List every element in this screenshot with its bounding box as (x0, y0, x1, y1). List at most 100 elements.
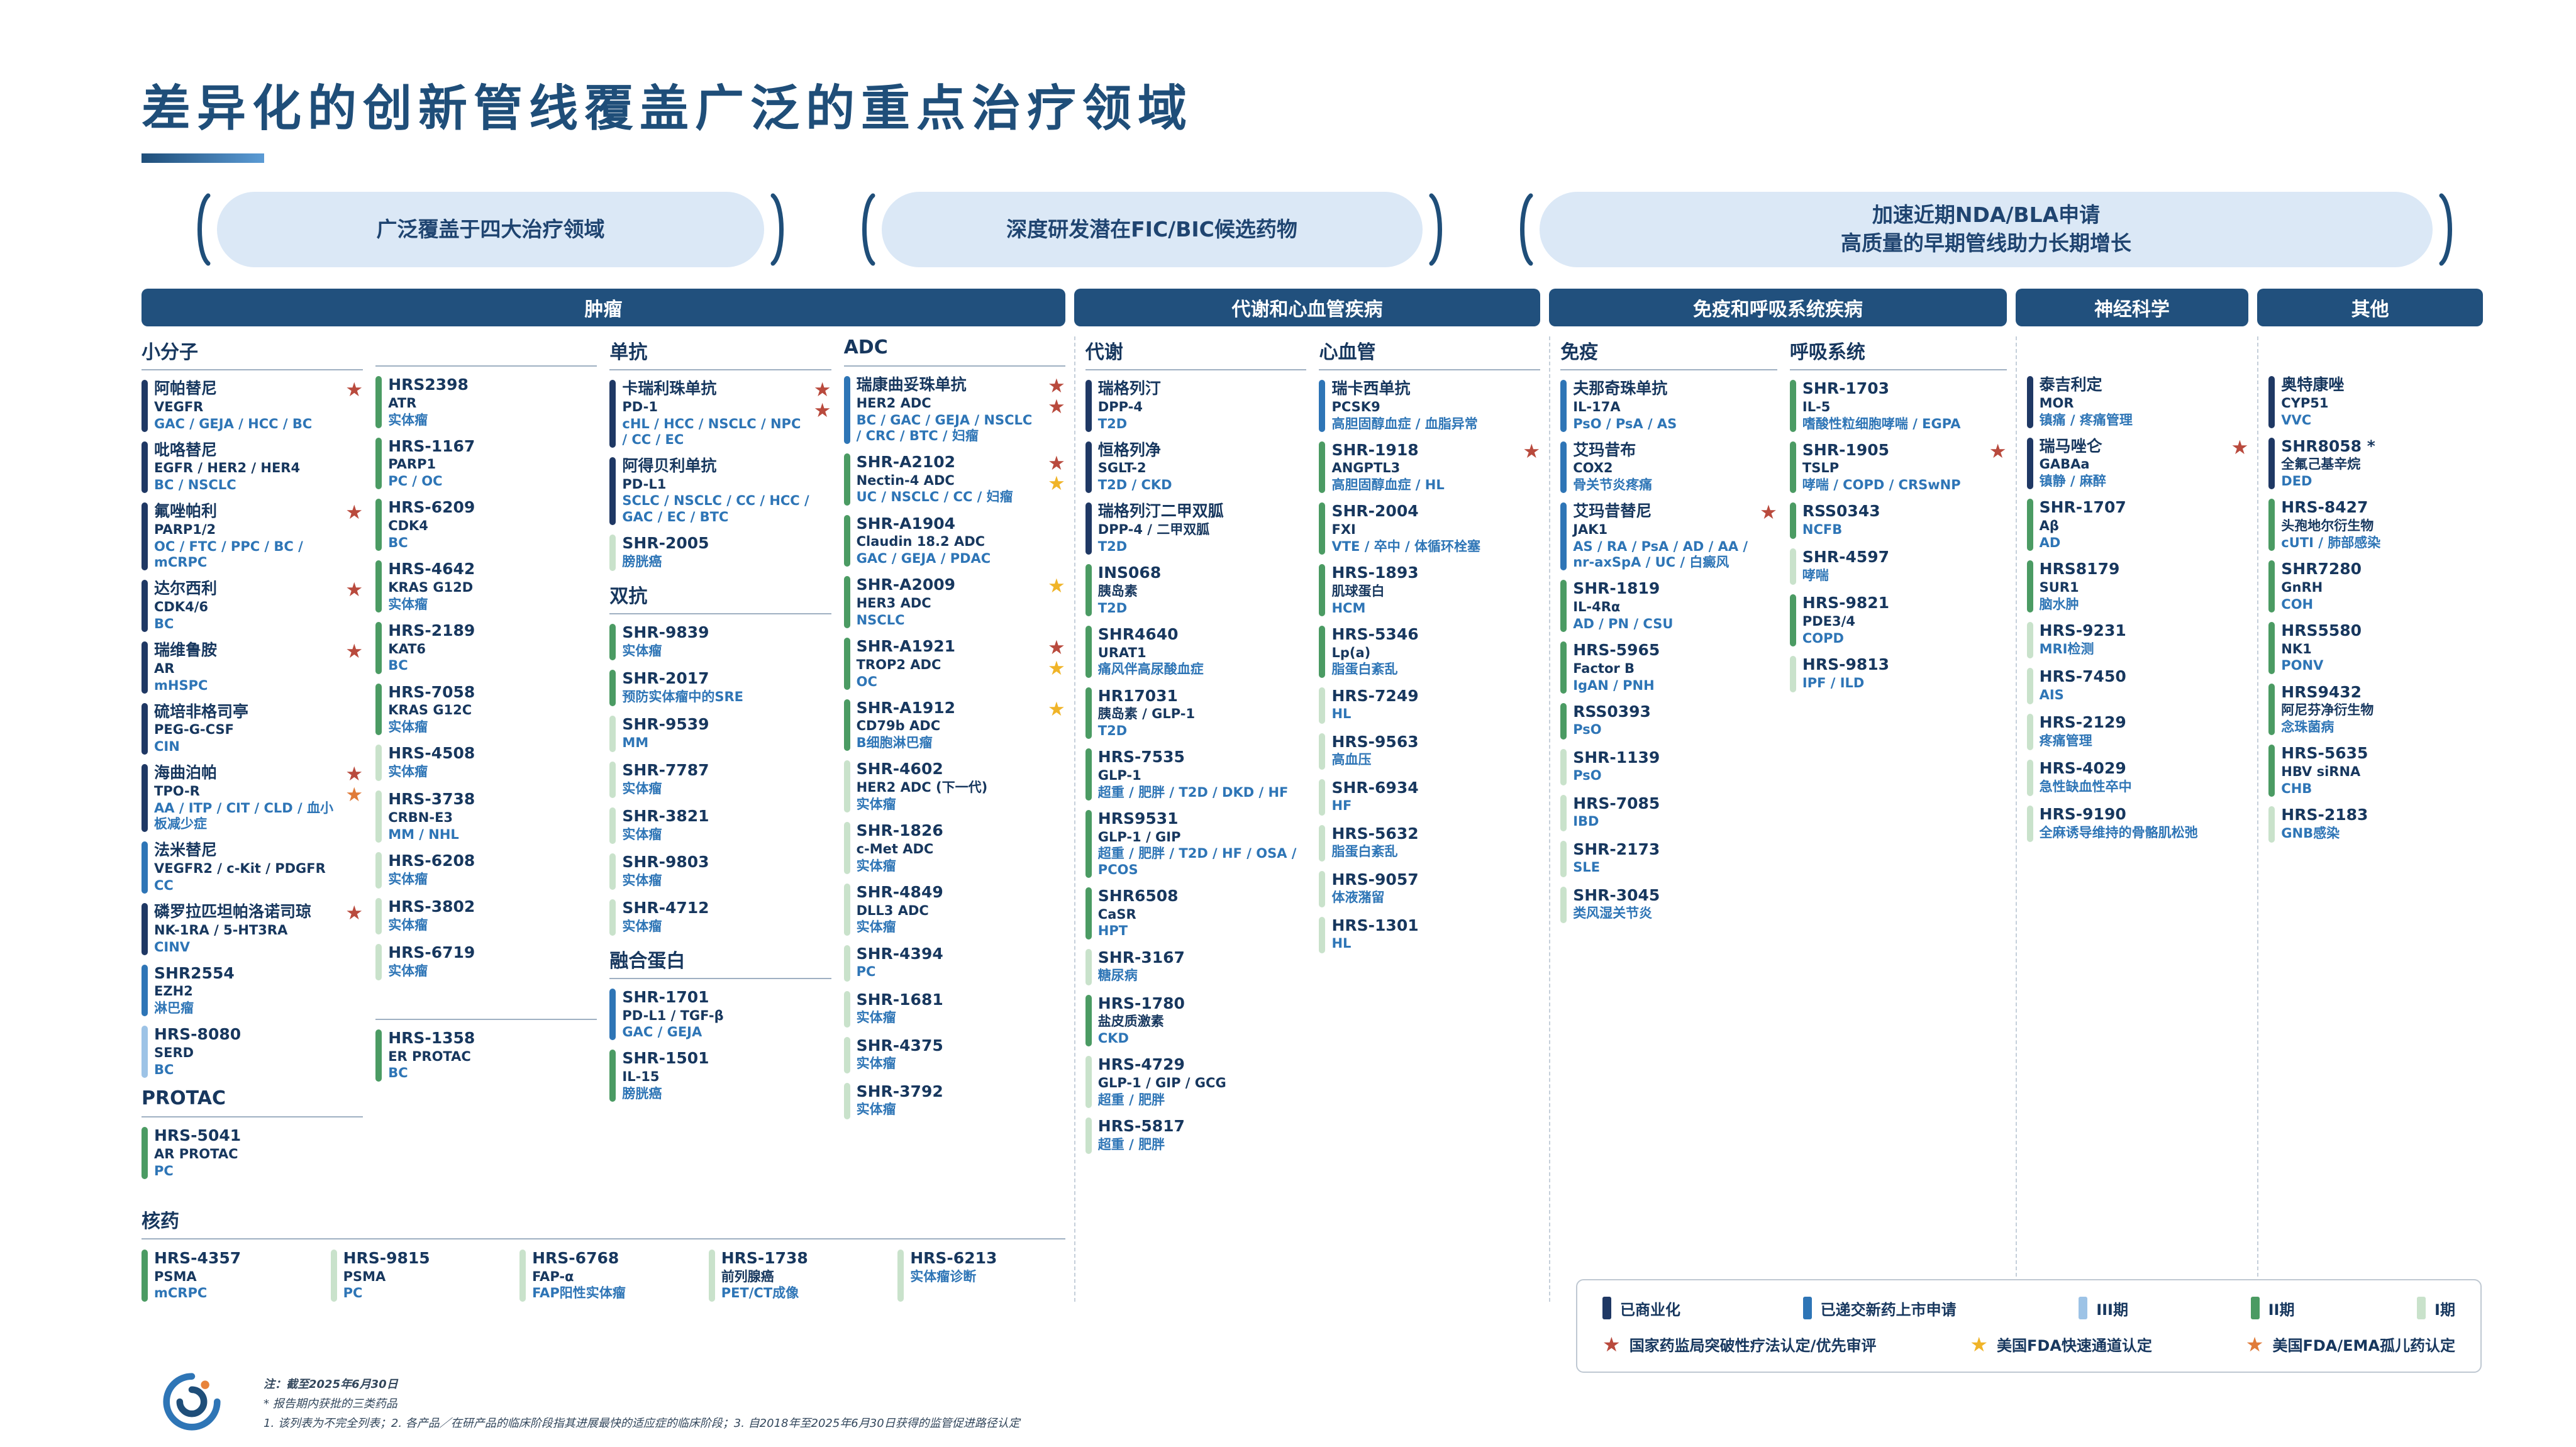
phase-bar-nda (843, 376, 850, 444)
drug-name: SHR-A1912 (856, 698, 956, 717)
phase-bar-p1 (1319, 733, 1326, 770)
drug-name: SHR-A2102 (856, 452, 956, 471)
drug-target: VEGFR2 / c-Kit / PDGFR (154, 861, 326, 877)
drug-target: IL-5 (1802, 399, 1831, 414)
drug-name: HRS-5817 (1097, 1116, 1185, 1135)
drug-name: SHR-3167 (1097, 948, 1185, 967)
drug-indication: 实体瘤 (622, 643, 662, 658)
drug-indication: T2D (1097, 538, 1128, 554)
drug-name: SHR-2005 (622, 533, 709, 552)
drug-target: DPP-4 / 二甲双胍 (1097, 522, 1210, 538)
drug-target: 阿尼芬净衍生物 (2281, 702, 2374, 718)
drug-target: TPO-R (154, 784, 200, 799)
bracket-right-icon (1429, 193, 1442, 266)
phase-bar-p1 (2026, 805, 2033, 842)
footnotes: 注：截至2025年6月30日 * 报告期内获批的三类药品 1. 该列表为不完全列… (264, 1372, 1020, 1431)
drug-indication: BC / GAC / GEJA / NSCLC / CRC / BTC / 妇瘤 (856, 412, 1033, 443)
phase-bar-p2 (1085, 625, 1092, 678)
drug-name: SHR-4597 (1802, 548, 1890, 567)
phase-bar-nda (142, 841, 148, 894)
orange-star-icon: ★ (2245, 1332, 2264, 1356)
drug-indication: PC / OC (388, 474, 443, 489)
phase-bar-p1 (843, 1036, 850, 1073)
drug-indication: 超重 / 肥胖 / T2D / DKD / HF (1097, 784, 1289, 800)
drug-target: CRBN-E3 (388, 809, 453, 825)
yellow-star-icon: ★ (1048, 697, 1065, 721)
legend-star-yellow: ★美国FDA快速通道认定 (1970, 1333, 2152, 1355)
drug-target: 前列腺癌 (721, 1268, 774, 1284)
phase-bar-approved (2026, 437, 2033, 490)
drug-name: INS068 (1097, 563, 1162, 582)
drug-target: IL-15 (622, 1069, 660, 1085)
group-header-spacer (2268, 336, 2483, 367)
drug-name: HRS-2183 (2281, 805, 2368, 824)
drug-target: MOR (2039, 395, 2074, 411)
phase-bar-p2 (1789, 441, 1796, 494)
drug-target: PCSK9 (1331, 399, 1380, 414)
red-star-icon: ★ (345, 763, 364, 786)
drug-indication: BC (388, 658, 408, 674)
drug-target: TSLP (1802, 460, 1840, 476)
drug-indication: BC (388, 535, 408, 550)
bracket-right-icon (770, 193, 784, 266)
drug-name: HRS8179 (2039, 560, 2120, 579)
phase-bar-approved (142, 764, 148, 833)
drug-name: HRS-9821 (1802, 594, 1890, 613)
phase-bar-p1 (375, 745, 382, 782)
phase-bar-p1 (609, 807, 616, 844)
drug-name: 磷罗拉匹坦帕洛诺司琼 (154, 902, 312, 921)
drug-target: 盐皮质激素 (1097, 1014, 1164, 1029)
drug-name: 阿帕替尼 (154, 379, 218, 397)
banner-coverage: 广泛覆盖于四大治疗领域 (192, 192, 789, 267)
drug-indication: BC (154, 616, 174, 631)
drug-target: CaSR (1097, 906, 1136, 922)
legend-label: I期 (2434, 1300, 2455, 1319)
drug-indication: 脂蛋白紊乱 (1331, 844, 1398, 860)
drug-name: HRS-6209 (388, 498, 475, 517)
phase-bar-p1 (843, 945, 850, 982)
legend-phase-p1: I期 (2417, 1297, 2455, 1319)
legend-phase-p2: II期 (2250, 1297, 2294, 1319)
drug-target: DLL3 ADC (856, 902, 929, 918)
drug-name: 瑞马唑仑 (2039, 436, 2102, 455)
drug-name: HRS9531 (1097, 809, 1179, 828)
